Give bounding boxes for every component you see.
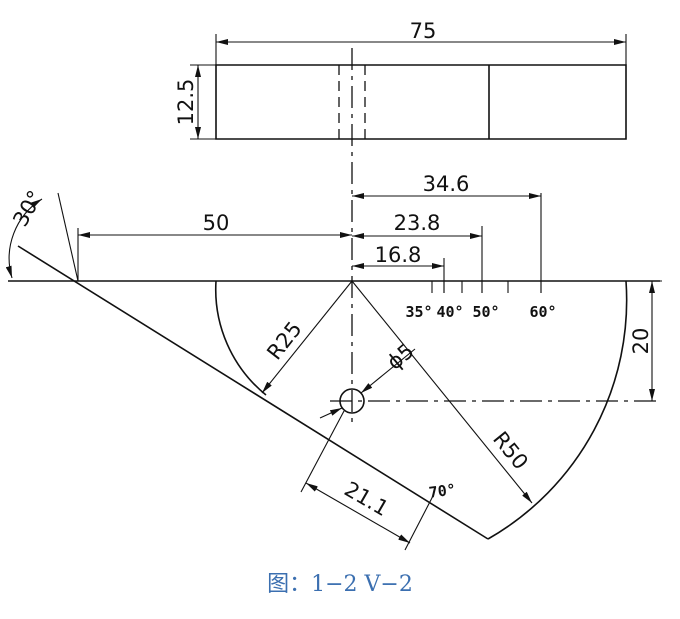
angle-label-70: 70° (428, 480, 457, 502)
dim-label-20: 20 (629, 328, 653, 355)
dim-label-50: 50 (203, 211, 230, 235)
leader-hole-tail (320, 408, 342, 418)
line-30-deg (18, 246, 488, 539)
ext-line-30-top (58, 193, 78, 281)
dim-line-21-1 (306, 483, 410, 543)
angle-label-35: 35° (405, 303, 432, 321)
dim-label-23-8: 23.8 (394, 211, 441, 235)
label-r25: R25 (262, 317, 306, 364)
label-r50: R50 (488, 427, 533, 474)
ext-line-21-1-b (405, 494, 434, 550)
front-view: 30° R25 R50 ϕ5 21.1 70° 20 50 34.6 (5, 172, 662, 550)
figure-caption: 图：1−2 V−2 (267, 572, 413, 597)
dim-label-16-8: 16.8 (375, 243, 422, 267)
angle-label-40: 40° (436, 303, 463, 321)
top-view: 75 12.5 (174, 19, 626, 139)
arc-r50 (488, 281, 627, 539)
dim-label-34-6: 34.6 (423, 172, 470, 196)
dim-label-12-5: 12.5 (174, 79, 198, 126)
angle-arc-30 (5, 199, 42, 278)
leader-r25 (262, 281, 352, 393)
dim-label-75: 75 (410, 19, 437, 43)
dim-label-21-1: 21.1 (340, 477, 393, 521)
angle-label-50: 50° (472, 303, 499, 321)
leader-hole (361, 349, 415, 393)
angle-label-60: 60° (529, 303, 556, 321)
top-view-outline (216, 65, 626, 139)
leader-r50 (352, 281, 532, 503)
ext-line-21-1-a (301, 411, 344, 492)
label-hole: ϕ5 (382, 339, 418, 375)
angle-label-30: 30° (8, 186, 47, 230)
arc-r25 (216, 281, 266, 395)
